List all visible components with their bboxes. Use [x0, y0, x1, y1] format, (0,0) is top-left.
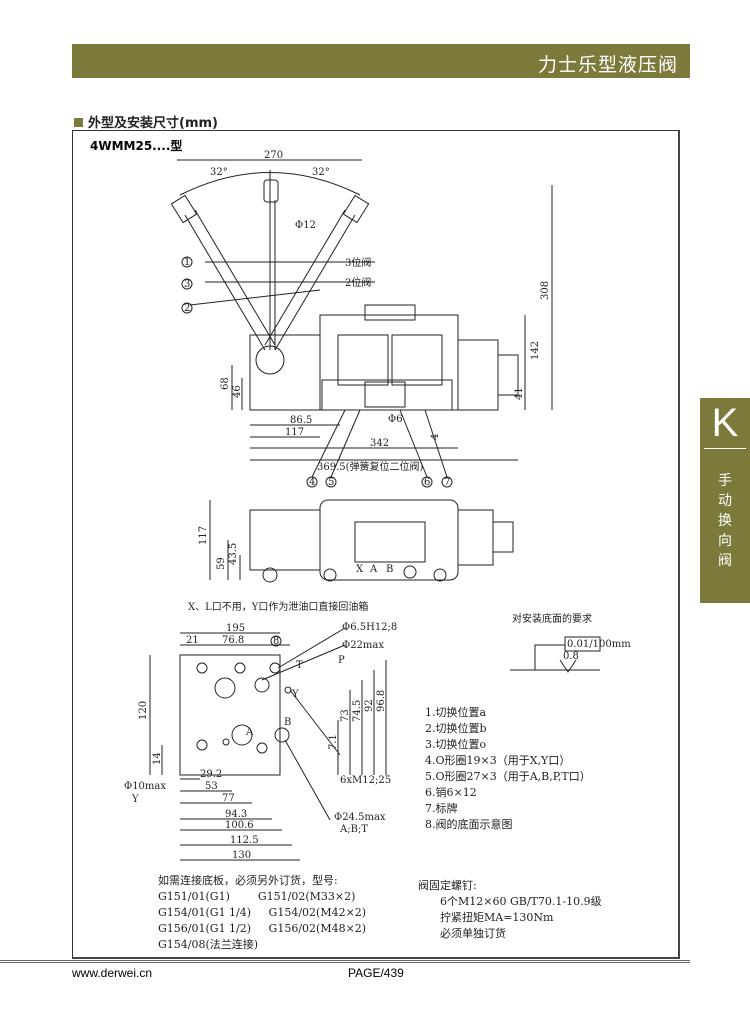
- dim-4: 4: [430, 434, 441, 440]
- dim-342: 342: [370, 438, 389, 449]
- port-p: P: [338, 655, 345, 666]
- tab-label: 手动换向阀: [718, 473, 732, 569]
- legend-item: 7.标牌: [425, 802, 458, 815]
- port-x: X: [356, 564, 364, 575]
- callout-6: 6: [424, 477, 430, 488]
- label-3-position: 3位阀: [345, 256, 371, 269]
- dim-43-5: 43.5: [228, 543, 239, 565]
- dim-angle-right: 32°: [312, 167, 330, 178]
- port-b-base: B: [284, 717, 291, 728]
- dim-phi12: Φ12: [295, 220, 316, 231]
- section-title: 外型及安装尺寸(mm): [74, 112, 218, 131]
- dim-96-8: 96.8: [376, 690, 387, 712]
- order-row: G154/08(法兰连接): [158, 938, 259, 951]
- side-tab: K 手动换向阀: [700, 398, 750, 603]
- model-label: 4WMM25....型: [90, 139, 183, 153]
- callout-8: 8: [273, 636, 279, 647]
- drawing-frame: [72, 130, 680, 959]
- page-number: PAGE/439: [348, 966, 404, 980]
- dim-130: 130: [232, 850, 251, 861]
- port-t: T: [296, 660, 303, 671]
- header-title: 力士乐型液压阀: [537, 54, 678, 76]
- dim-369-5: 369.5(弹簧复位二位阀): [317, 460, 424, 473]
- callout-5: 5: [328, 477, 334, 488]
- dim-phi6-5: Φ6.5H12;8: [342, 622, 397, 633]
- dim-142: 142: [530, 341, 541, 360]
- tab-letter: K: [704, 398, 746, 449]
- dim-7-1: 7.1: [328, 734, 339, 750]
- port-y-label: Y: [131, 794, 139, 805]
- header-bar: 力士乐型液压阀: [72, 44, 690, 78]
- dim-308: 308: [540, 281, 551, 300]
- dim-53: 53: [205, 781, 218, 792]
- dim-94-3: 94.3: [225, 809, 247, 820]
- dim-112-5: 112.5: [230, 835, 259, 846]
- dim-92: 92: [364, 699, 375, 712]
- dim-100-6: 100.6: [225, 820, 254, 831]
- dim-74-5: 74.5: [352, 700, 363, 722]
- bolt-line: 拧紧扭矩MA=130Nm: [440, 911, 554, 924]
- label-2-position: 2位阀: [345, 276, 371, 289]
- dim-41: 41: [514, 387, 525, 400]
- dim-270: 270: [264, 150, 283, 161]
- dim-21: 21: [186, 635, 199, 646]
- legend-item: 3.切换位置o: [425, 738, 487, 751]
- dim-phi6: Φ6: [388, 414, 403, 425]
- legend-item: 5.O形圈27×3（用于A,B,P,T口）: [425, 770, 591, 783]
- dim-73: 73: [340, 709, 351, 722]
- legend-list: 1.切换位置a 2.切换位置b 3.切换位置o 4.O形圈19×3（用于X,Y口） 5.…: [425, 705, 591, 833]
- footer-url[interactable]: www.derwei.cn: [72, 966, 153, 980]
- square-bullet-icon: [74, 118, 83, 127]
- port-y: Y: [291, 689, 299, 700]
- dim-59: 59: [216, 557, 227, 570]
- bolt-title: 阀固定螺钉:: [418, 879, 477, 892]
- order-row: G156/01(G1 1/2) G156/02(M48×2): [158, 922, 367, 935]
- dim-86-5: 86.5: [290, 415, 312, 426]
- legend-item: 2.切换位置b: [425, 722, 487, 735]
- callout-1: 1: [184, 257, 190, 268]
- dim-117: 117: [285, 427, 304, 438]
- dim-m12: 6xM12;25: [340, 775, 391, 786]
- dim-195: 195: [226, 623, 245, 634]
- order-row: G154/01(G1 1/4) G154/02(M42×2): [158, 906, 367, 919]
- flatness-tolerance: 0.01/100mm: [567, 639, 631, 650]
- callout-4: 4: [309, 477, 315, 488]
- dim-120: 120: [138, 701, 149, 720]
- order-row: G151/01(G1) G151/02(M33×2): [158, 890, 356, 903]
- footer-rule: [0, 960, 690, 963]
- legend-item: 1.切换位置a: [425, 706, 487, 719]
- legend-item: 8.阀的底面示意图: [425, 818, 513, 831]
- roughness-value: 0.8: [563, 651, 579, 662]
- dim-76-8: 76.8: [222, 635, 244, 646]
- dim-77: 77: [222, 793, 235, 804]
- callout-2: 2: [184, 303, 190, 314]
- legend-item: 4.O形圈19×3（用于X,Y口）: [425, 754, 571, 767]
- port-note: X、L口不用，Y口作为泄油口直接回油箱: [188, 600, 368, 613]
- dim-phi22: Φ22max: [342, 640, 384, 651]
- dim-phi10: Φ10max: [124, 781, 166, 792]
- dim-side-117: 117: [198, 526, 209, 545]
- dim-14: 14: [152, 752, 163, 765]
- bolt-line: 6个M12×60 GB/T70.1-10.9级: [440, 895, 602, 908]
- callout-3: 3: [184, 279, 190, 290]
- order-info: 如需连接底板，必须另外订货，型号: G151/01(G1) G151/02(M33…: [158, 873, 366, 953]
- order-title: 如需连接底板，必须另外订货，型号:: [158, 874, 338, 887]
- port-b: B: [386, 564, 393, 575]
- port-a: A: [369, 564, 378, 575]
- bolt-info: 阀固定螺钉: 6个M12×60 GB/T70.1-10.9级拧紧扭矩MA=130N…: [418, 878, 602, 942]
- legend-item: 6.销6×12: [425, 786, 477, 799]
- dim-angle-left: 32°: [210, 167, 228, 178]
- surface-title: 对安装底面的要求: [512, 612, 592, 625]
- dim-phi24-5: Φ24.5max: [334, 812, 386, 823]
- dim-29-2: 29.2: [200, 769, 222, 780]
- dim-46: 46: [232, 385, 243, 398]
- ports-abt: A;B;T: [339, 824, 368, 835]
- port-a-base: A: [245, 727, 254, 738]
- bolt-line: 必须单独订货: [440, 927, 506, 940]
- dim-68: 68: [220, 377, 231, 390]
- callout-7: 7: [444, 477, 450, 488]
- section-title-text: 外型及安装尺寸(mm): [88, 116, 218, 131]
